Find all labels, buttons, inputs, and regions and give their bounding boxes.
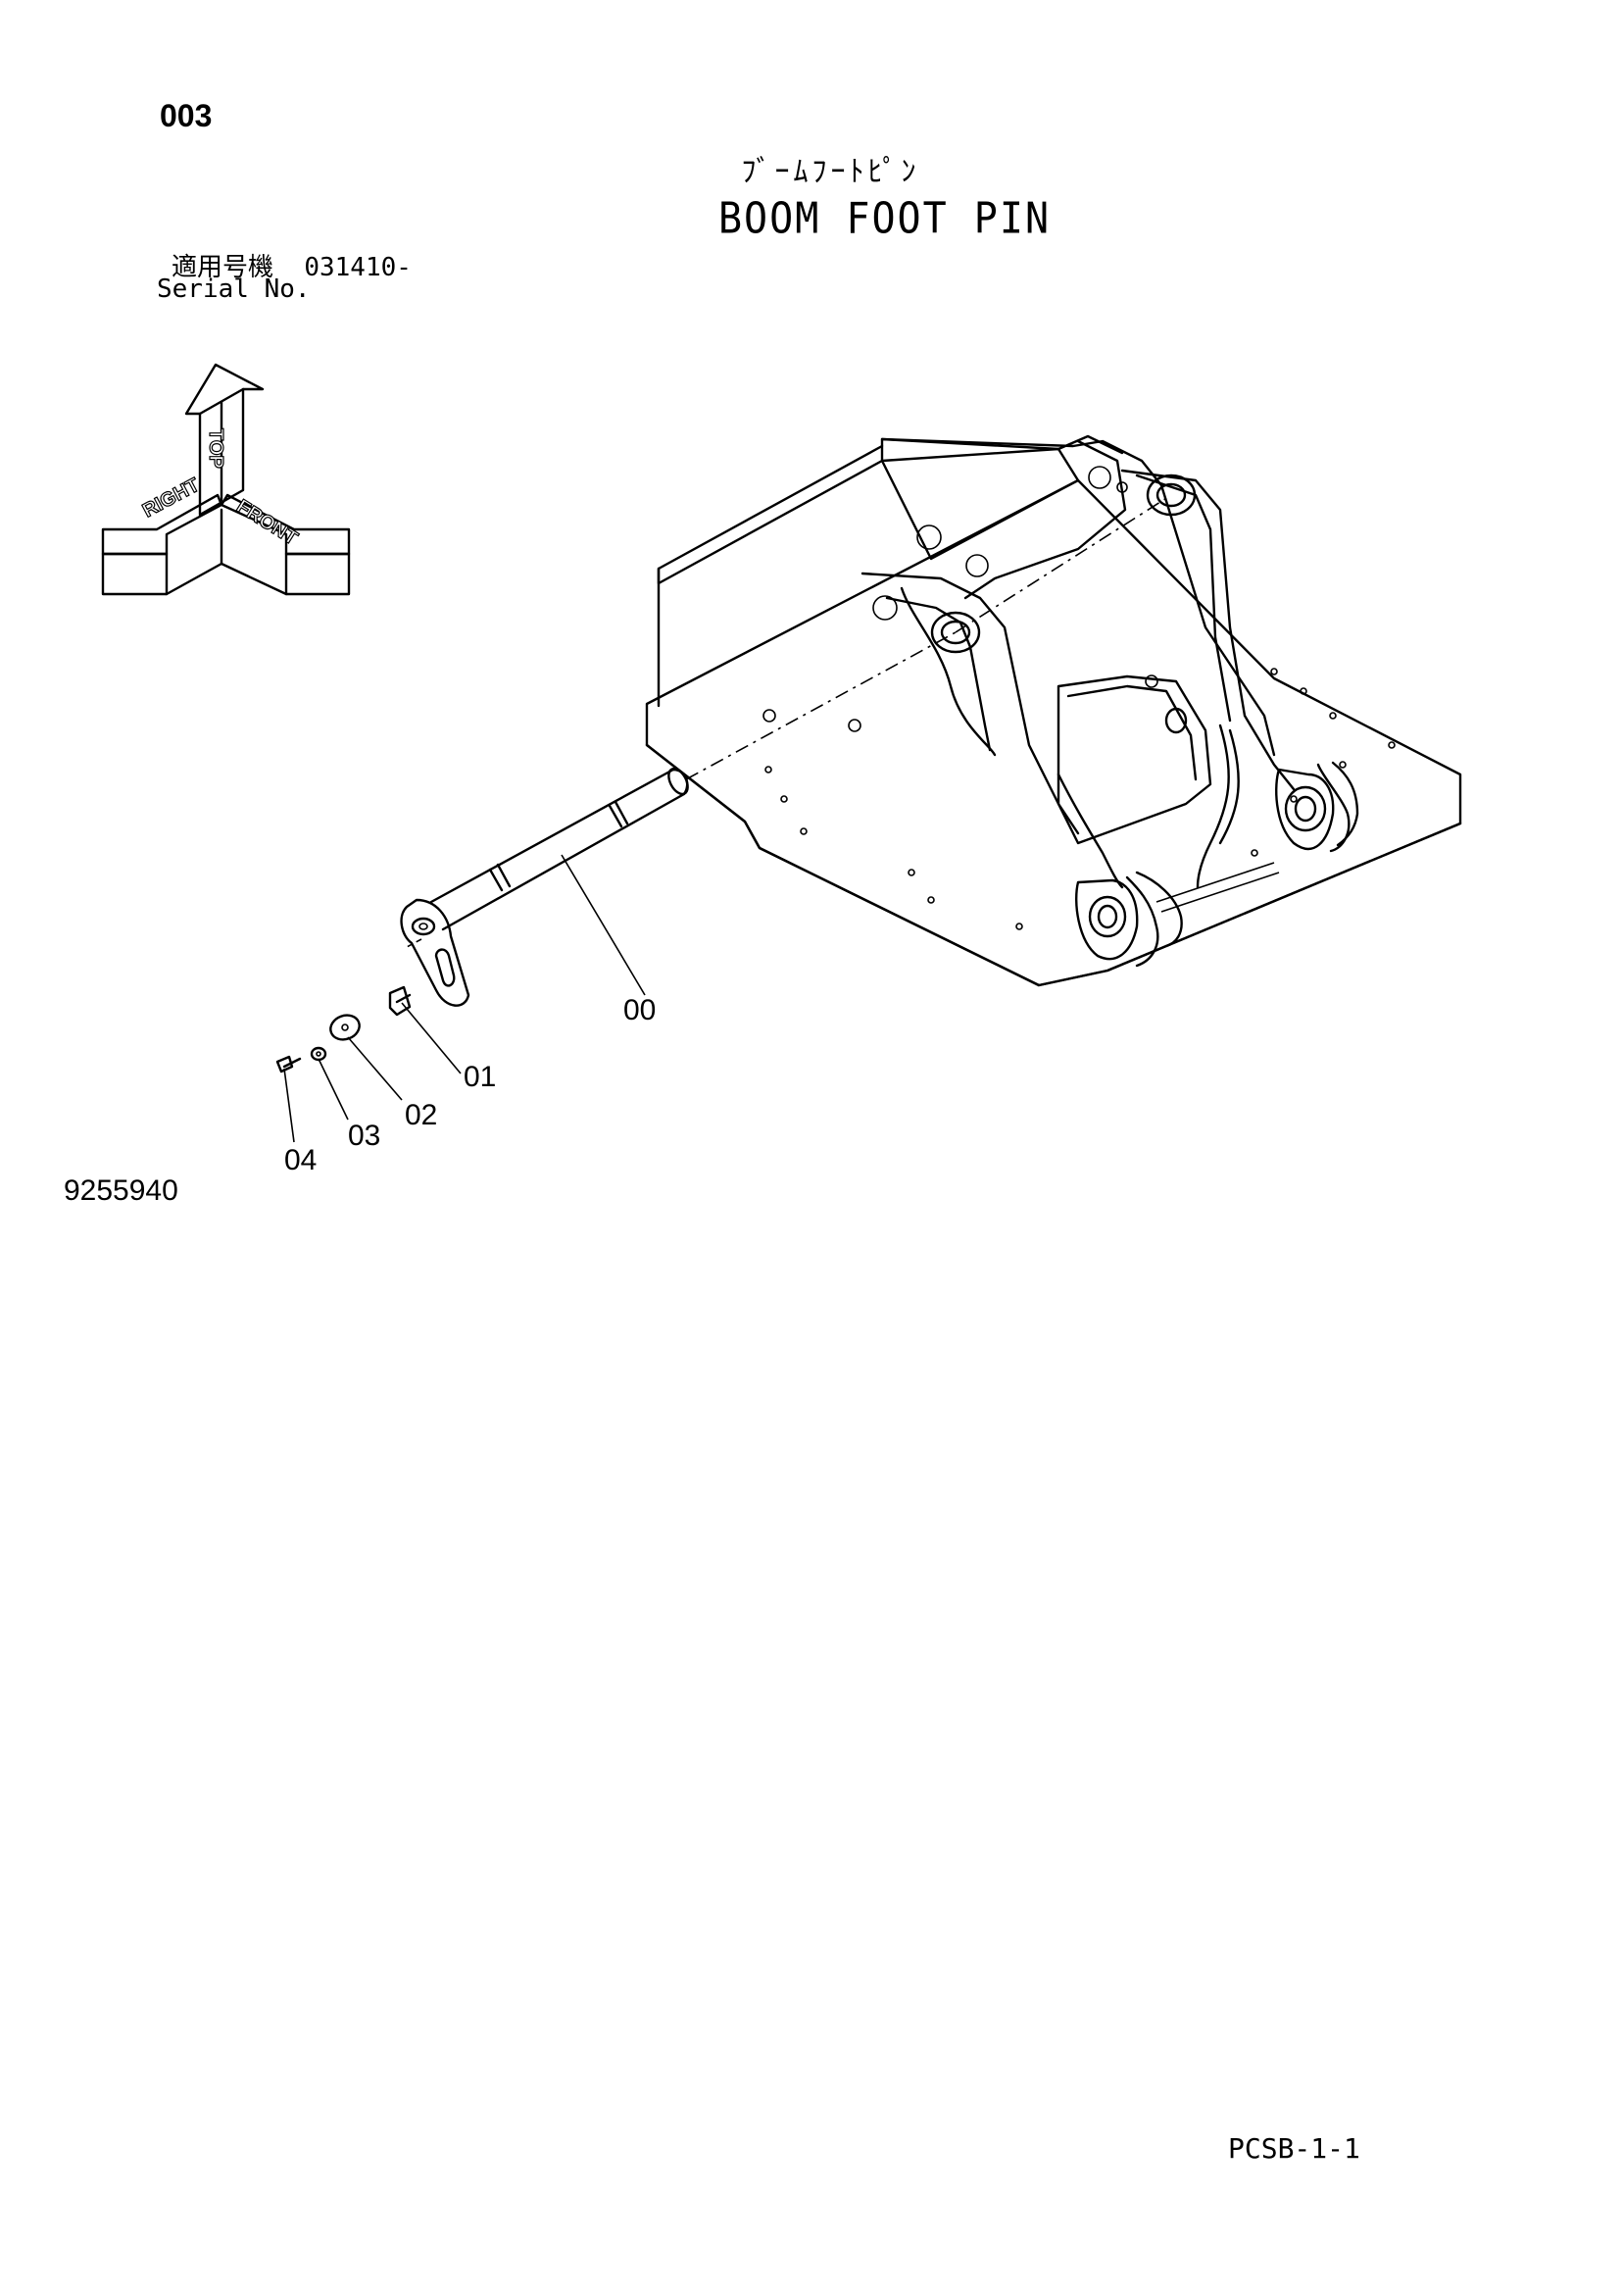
- callout-03: 03: [348, 1120, 380, 1152]
- boom-foot-pin: [275, 767, 689, 1073]
- serial-line: 適用号機 031410-: [172, 247, 412, 283]
- title-japanese: ﾌﾞｰﾑﾌｰﾄﾋﾟﾝ: [741, 155, 920, 189]
- sheet-code: PCSB-1-1: [1228, 2132, 1360, 2165]
- callout-02: 02: [405, 1099, 437, 1131]
- orientation-front-label: FRONT: [232, 496, 301, 550]
- page-number: 003: [160, 98, 213, 133]
- title-english: BOOM FOOT PIN: [717, 193, 1052, 244]
- figure-number: 9255940: [64, 1174, 178, 1207]
- callout-04: 04: [284, 1144, 317, 1176]
- callout-01: 01: [464, 1061, 496, 1093]
- boom-foot-bracket-frame: [406, 434, 1462, 987]
- orientation-right-label: RIGHT: [139, 474, 203, 523]
- serial-value: 031410-: [304, 253, 412, 282]
- callout-leaders: [283, 854, 646, 1143]
- orientation-top-label: TOP: [205, 428, 226, 469]
- serial-label-japanese: 適用号機: [172, 253, 274, 282]
- callout-00: 00: [623, 994, 656, 1026]
- orientation-triad: TOP RIGHT FRONT: [101, 363, 351, 596]
- serial-label-english: Serial No.: [157, 275, 311, 304]
